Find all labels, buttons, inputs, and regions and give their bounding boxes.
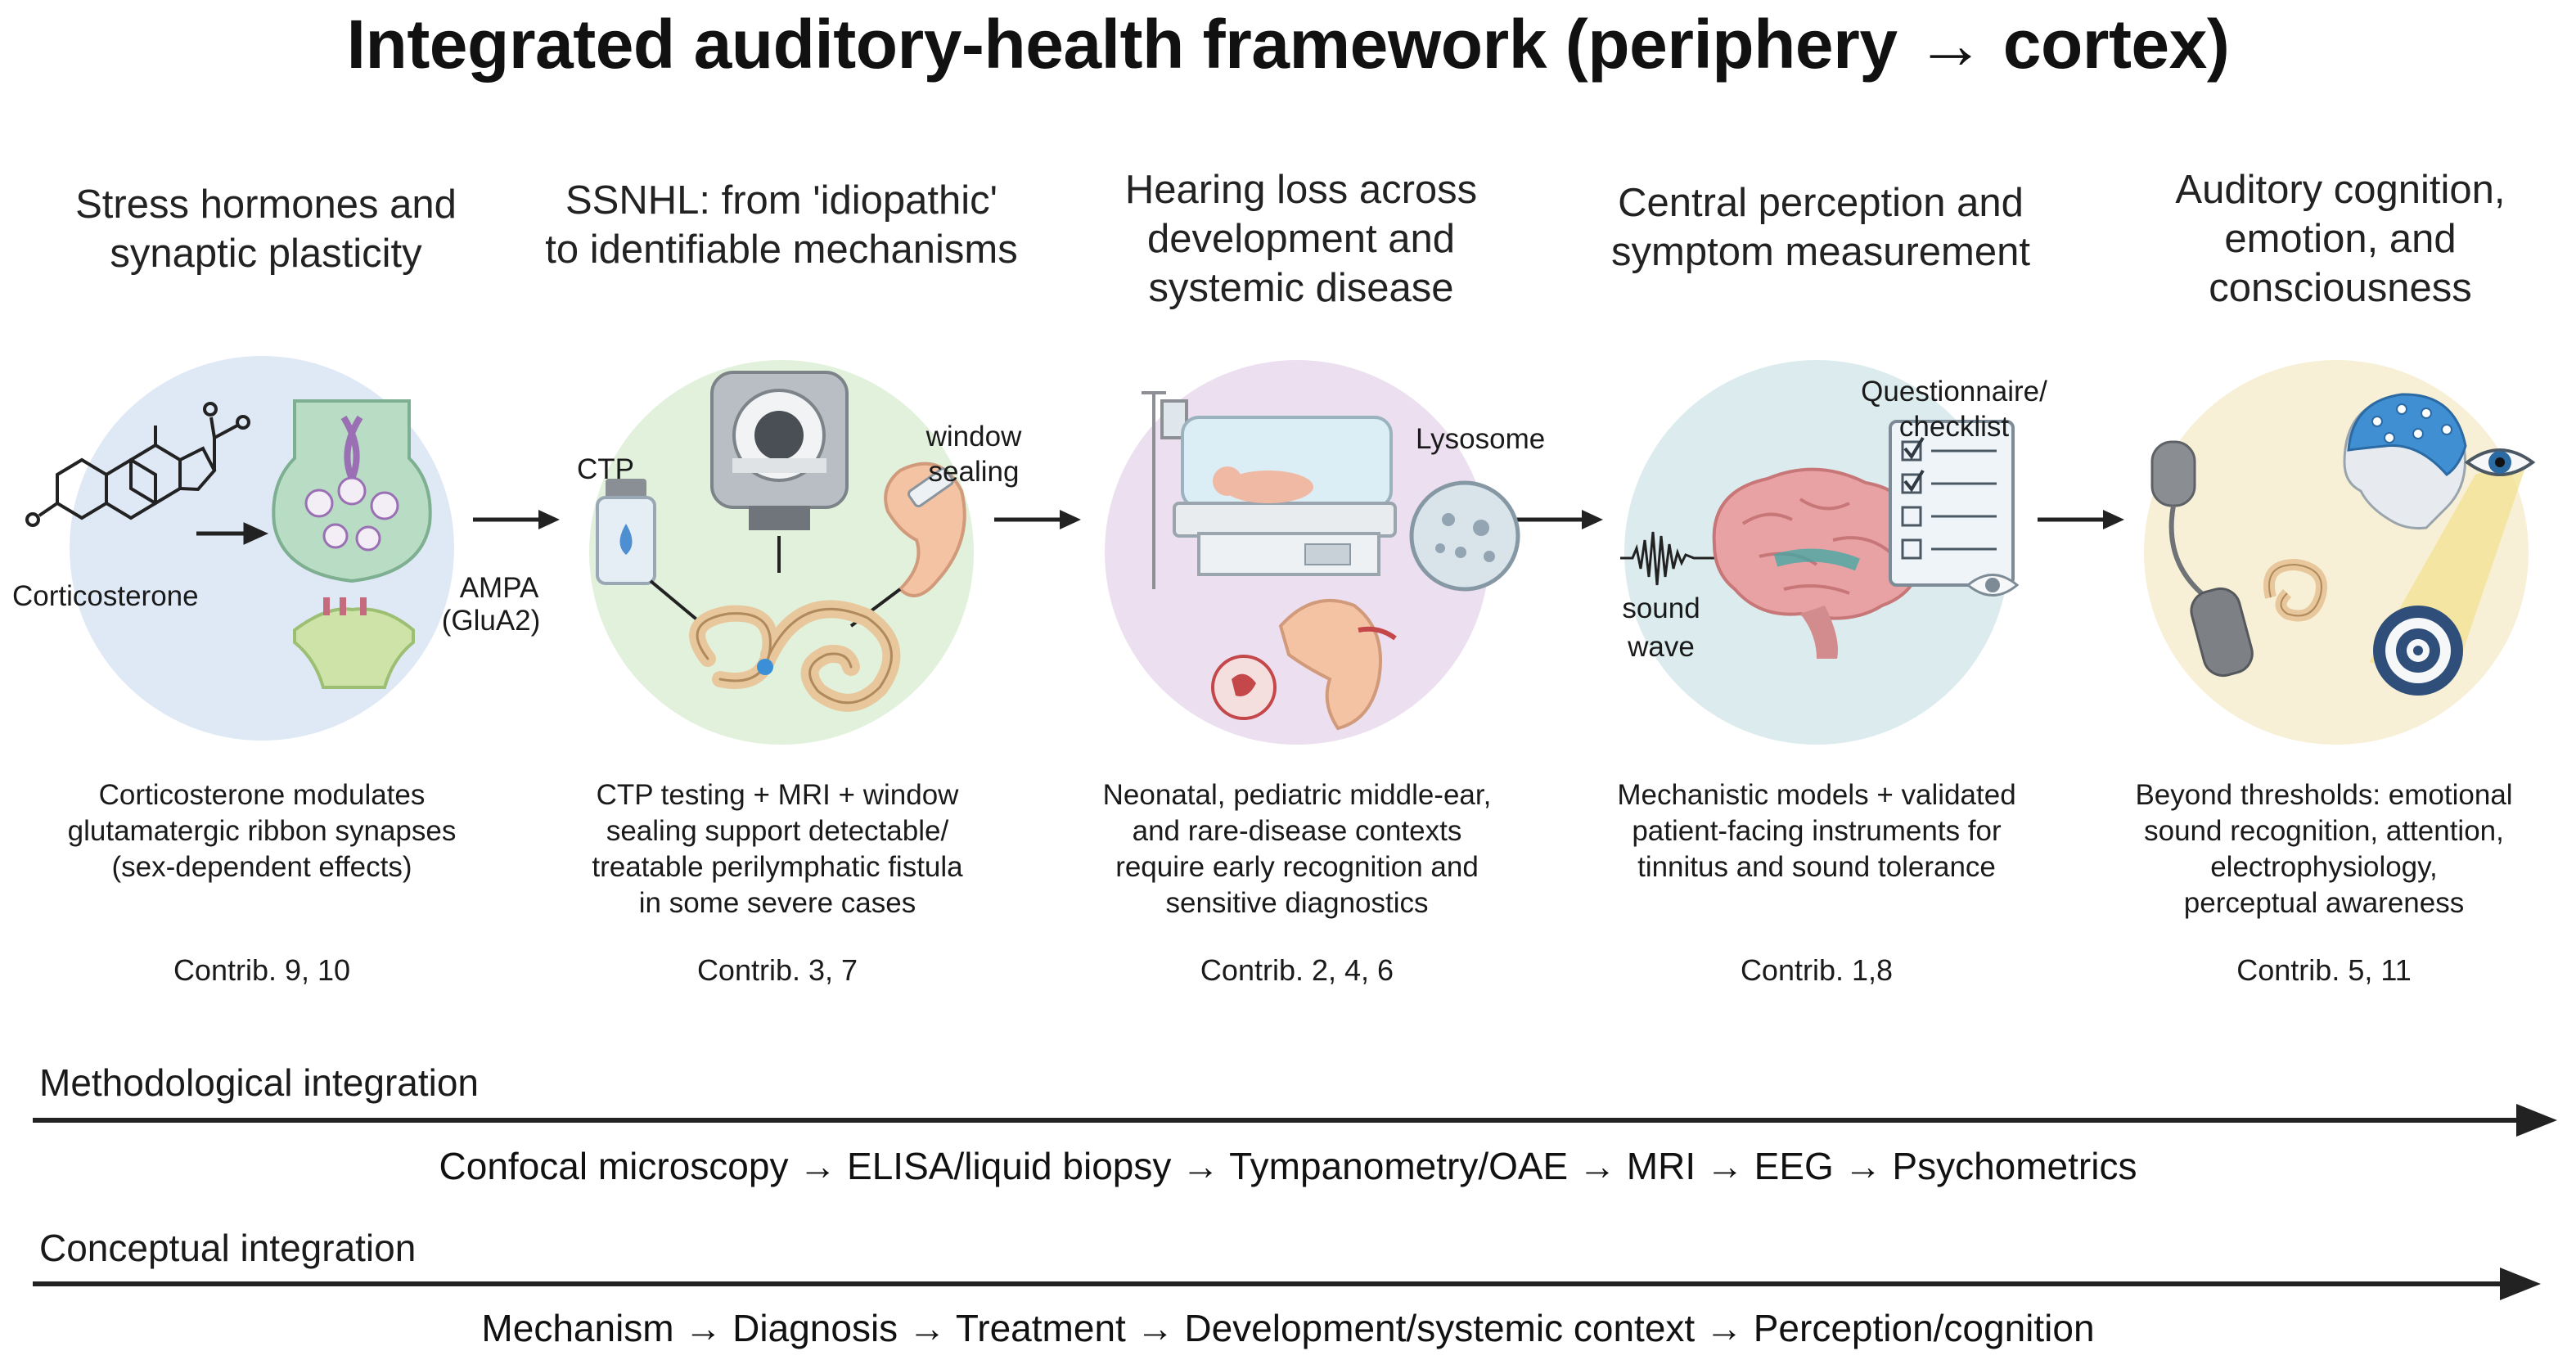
eye-icon [2464, 448, 2536, 476]
svg-text:sealing: sealing [929, 456, 1020, 488]
ear-icon [884, 462, 966, 597]
column-references: Contrib. 9, 10 [173, 953, 351, 987]
cochlea-icon [689, 600, 901, 712]
checklist-icon [1889, 420, 2015, 587]
column-description: CTP testing + MRI + window sealing suppo… [592, 779, 963, 919]
column-description: Beyond thresholds: emotional sound recog… [2135, 779, 2513, 919]
svg-text:Lysosome: Lysosome [1416, 423, 1545, 455]
svg-text:Corticosterone: Corticosterone [12, 580, 199, 612]
arrow-icon [473, 510, 560, 529]
arrow-icon [196, 522, 269, 545]
development-illustration: Lysosome [1035, 344, 1575, 773]
methodological-integration-title: Methodological integration [39, 1061, 480, 1104]
arrow-icon [2038, 510, 2124, 529]
arrow-icon [1516, 510, 1603, 529]
svg-text:checklist: checklist [1899, 411, 2009, 443]
cognition-illustration [2074, 344, 2576, 773]
eeg-head-icon [2343, 393, 2467, 529]
hearing-aid-icon [2150, 440, 2254, 678]
svg-text:AMPA: AMPA [460, 572, 539, 604]
ssnhl-illustration: CTP window sealing [516, 344, 1056, 773]
mri-scanner-icon [710, 371, 849, 530]
stress-synapse-illustration: Corticosterone AMPA (GluA2) [0, 356, 556, 773]
column-description: Neonatal, pediatric middle-ear, and rare… [1102, 779, 1492, 919]
column-heading: Hearing loss across development and syst… [1124, 168, 1478, 310]
conceptual-integration-title: Conceptual integration [39, 1227, 417, 1269]
svg-text:Questionnaire/: Questionnaire/ [1861, 376, 2047, 408]
lysosome-icon [1409, 480, 1520, 592]
incubator-icon [1173, 416, 1397, 576]
column-references: Contrib. 5, 11 [2236, 953, 2412, 987]
column-heading: Stress hormones and synaptic plasticity [75, 182, 457, 276]
perception-illustration: Questionnaire/ checklist sound wave [1555, 344, 2095, 773]
column-description: Corticosterone modulates glutamatergic r… [67, 779, 457, 883]
conceptual-arrow-icon [33, 1268, 2541, 1300]
conceptual-integration-flow: Mechanism → Diagnosis → Treatment → Deve… [481, 1307, 2095, 1349]
svg-text:CTP: CTP [577, 453, 634, 485]
column-references: Contrib. 3, 7 [696, 953, 858, 987]
column-references: Contrib. 1,8 [1740, 953, 1894, 987]
synapse-icon [272, 399, 432, 689]
target-icon [2373, 606, 2463, 696]
sound-wave-icon [1620, 531, 1718, 586]
ear-icon [1278, 598, 1397, 731]
brain-icon [1712, 467, 1922, 659]
column-description: Mechanistic models + validated patient-f… [1617, 779, 2016, 883]
methodological-integration-flow: Confocal microscopy → ELISA/liquid biops… [439, 1145, 2137, 1187]
column-heading: Central perception and symptom measureme… [1611, 181, 2030, 274]
svg-text:(GluA2): (GluA2) [442, 605, 541, 637]
eye-icon [1966, 574, 2020, 597]
svg-text:sound: sound [1622, 592, 1700, 624]
column-references: Contrib. 2, 4, 6 [1200, 953, 1394, 987]
vial-icon [596, 479, 656, 585]
cochlea-icon [2263, 558, 2327, 622]
column-heading: SSNHL: from 'idiopathic' to identifiable… [545, 178, 1018, 272]
column-heading: Auditory cognition, emotion, and conscio… [2175, 168, 2506, 310]
corticosterone-molecule-icon [25, 402, 250, 527]
svg-text:window: window [925, 421, 1022, 453]
arrow-icon [994, 510, 1081, 529]
page-title: Integrated auditory-health framework (pe… [346, 6, 2230, 83]
svg-text:wave: wave [1627, 631, 1695, 663]
methodological-arrow-icon [33, 1104, 2557, 1137]
